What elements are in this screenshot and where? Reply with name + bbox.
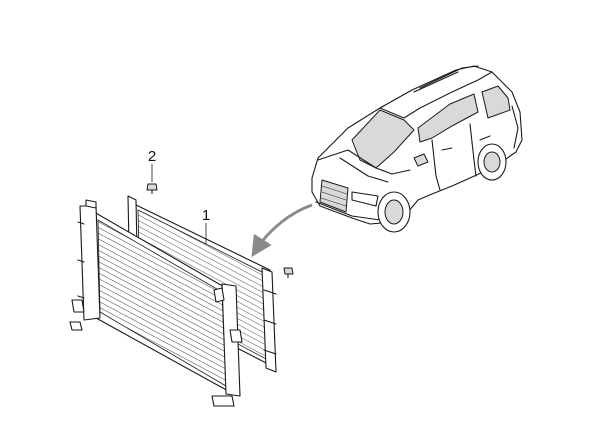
location-arrow: [251, 203, 313, 258]
callout-label-1: 1: [202, 207, 210, 224]
suv-vehicle-illustration: [311, 65, 523, 233]
bolt: [146, 183, 158, 194]
mounting-clip: [283, 267, 294, 278]
callout-label-2: 2: [148, 148, 156, 165]
radiator: [69, 199, 243, 407]
